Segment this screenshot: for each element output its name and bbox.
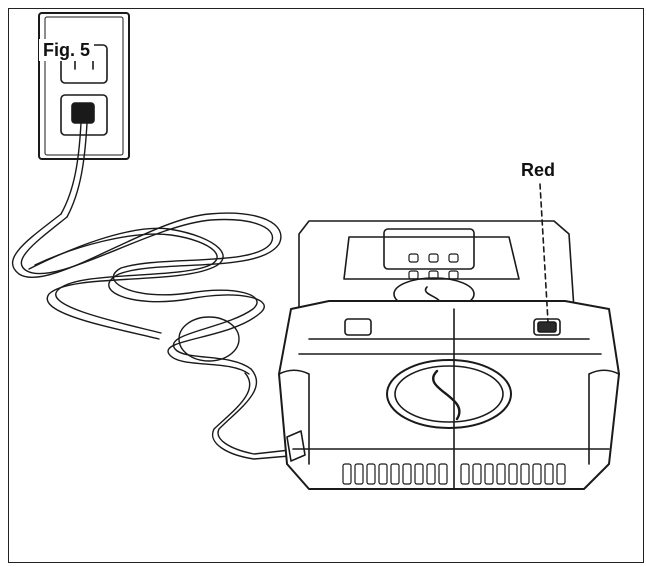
wall-outlet-icon [38, 12, 130, 160]
callout-label-red: Red [521, 160, 556, 180]
charger-illustration [12, 12, 620, 490]
power-cord [12, 122, 302, 460]
red-indicator-led [537, 321, 557, 333]
figure-label: Fig. 5 [39, 39, 95, 61]
battery-charger [278, 220, 620, 490]
callout-leader-line [539, 183, 549, 323]
figure-frame: Fig. 5 Red [8, 8, 644, 563]
